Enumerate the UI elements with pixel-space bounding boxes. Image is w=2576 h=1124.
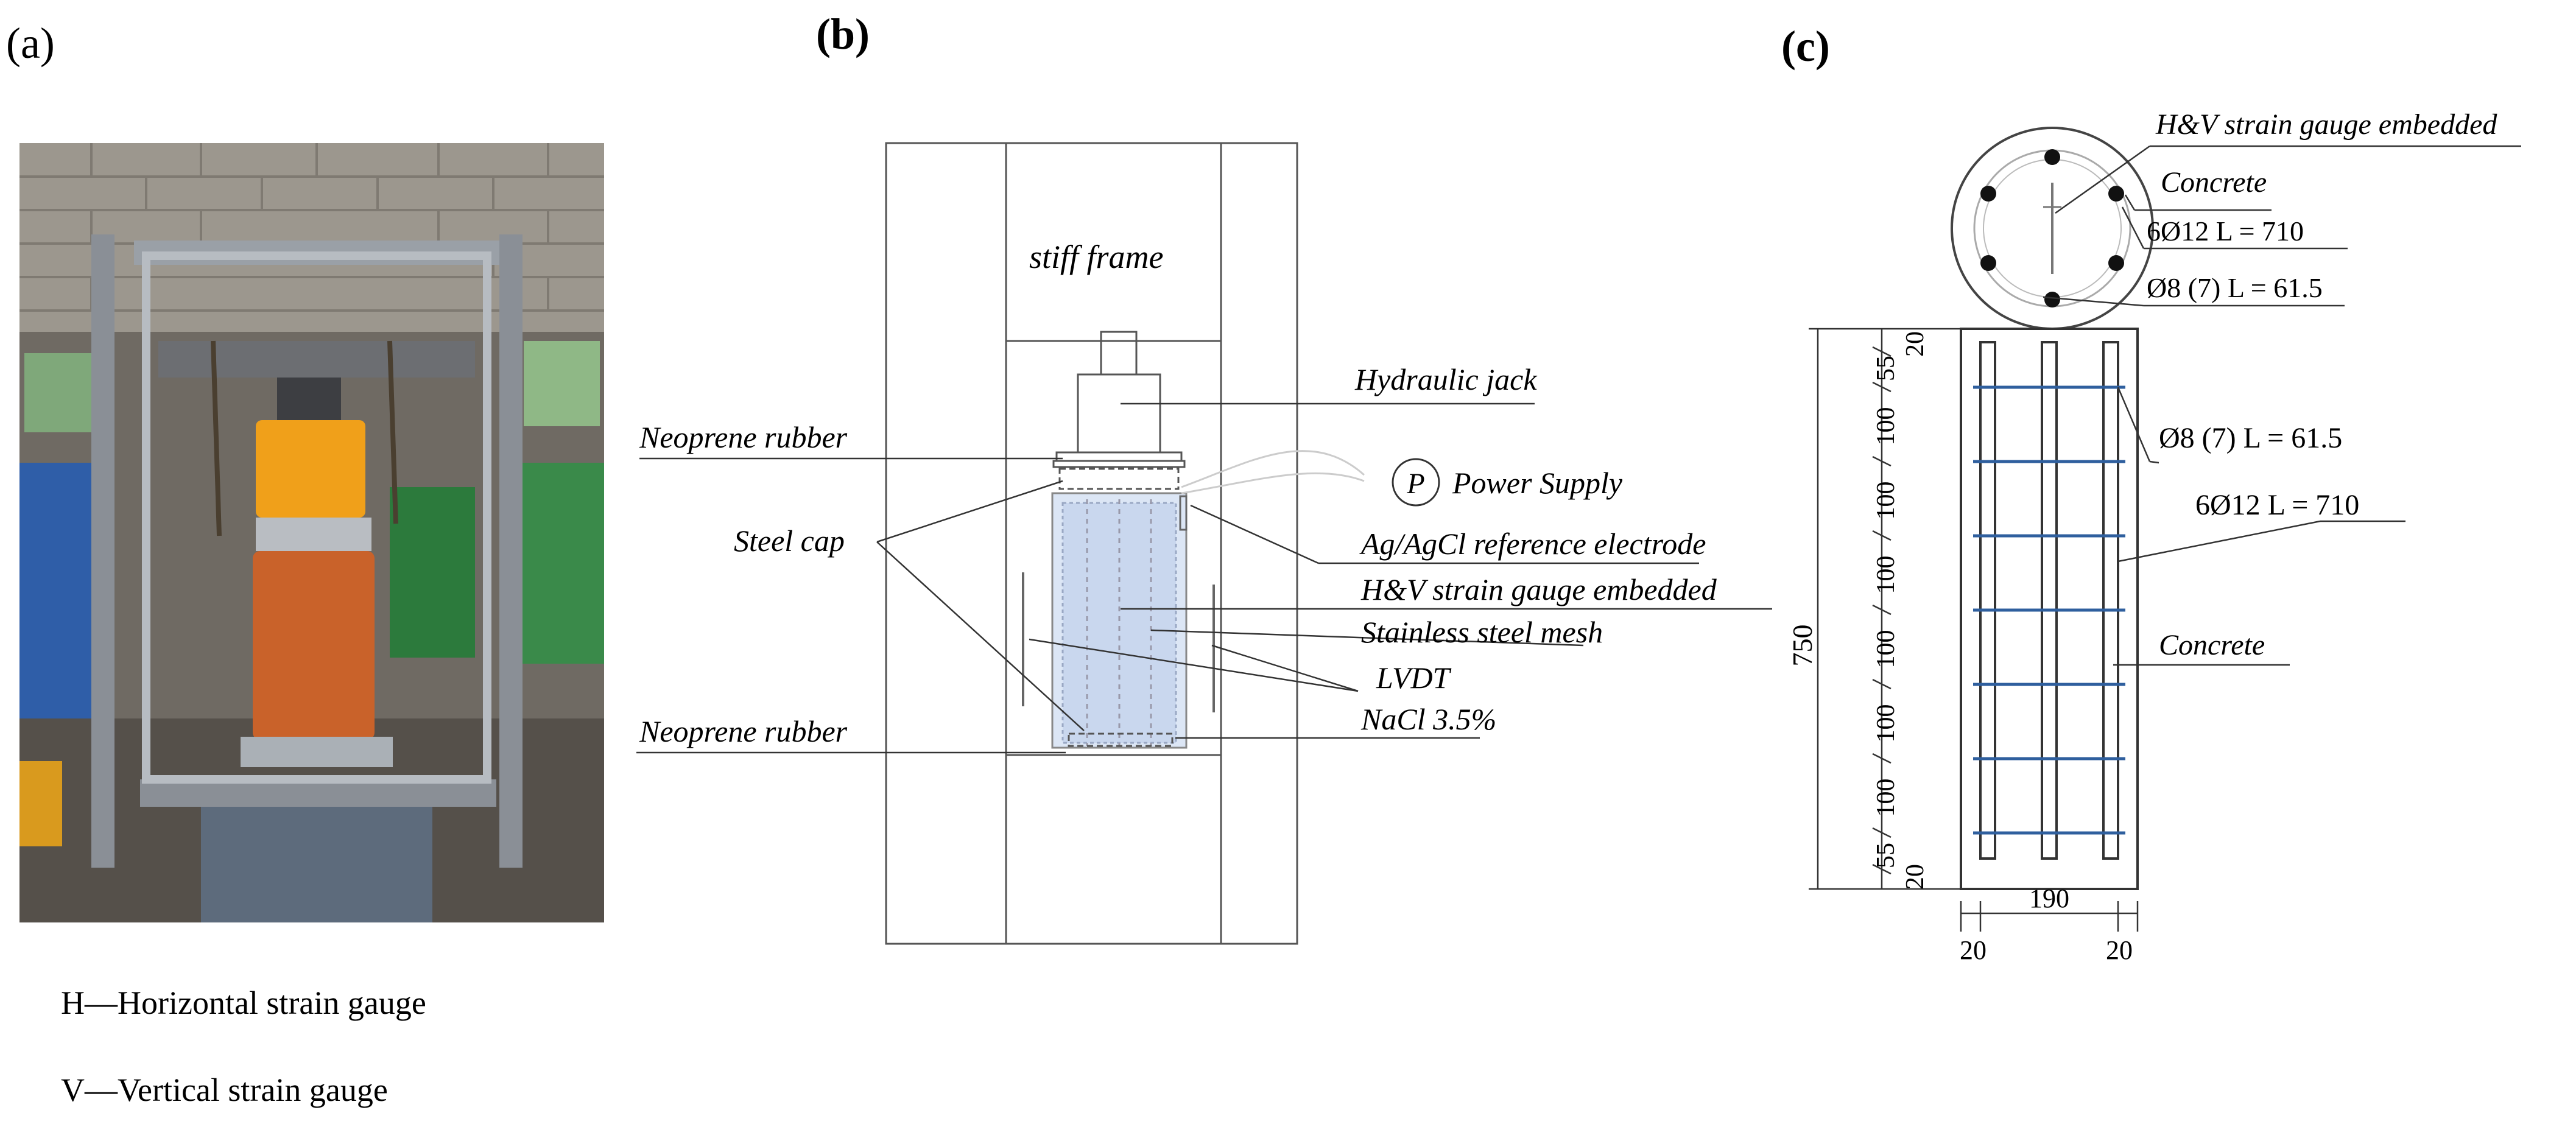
setup-schematic <box>885 142 1365 945</box>
dim-left-5: 100 <box>1872 704 1900 743</box>
dim-left-2: 100 <box>1872 482 1900 520</box>
elev-stirrups-label: Ø8 (7) L = 61.5 <box>2159 422 2342 454</box>
power-symbol-letter: P <box>1406 468 1424 500</box>
neoprene-bottom-label: Neoprene rubber <box>639 714 848 748</box>
dim-width-190: 190 <box>2029 883 2069 913</box>
steel-cap-label: Steel cap <box>734 524 845 558</box>
steel-cap-bottom <box>1068 732 1174 747</box>
dim-left-6: 100 <box>1872 779 1900 817</box>
nacl-label: NaCl 3.5% <box>1360 702 1496 736</box>
dim-left-1: 100 <box>1872 407 1900 446</box>
section-concrete-label: Concrete <box>2161 166 2267 198</box>
legend-vertical: V—Vertical strain gauge <box>61 1072 388 1108</box>
column-elevation <box>1960 328 2139 890</box>
strain-gauge-label: H&V strain gauge embedded <box>1360 572 1717 606</box>
dim-left-0: 55 <box>1872 356 1900 381</box>
dim-top-cover: 20 <box>1901 331 1929 357</box>
frame-outline <box>885 142 1298 945</box>
elev-concrete-label: Concrete <box>2159 629 2265 661</box>
power-supply-label: Power Supply <box>1452 466 1623 500</box>
panel-label-a: (a) <box>6 19 55 68</box>
jack-body <box>1077 373 1161 454</box>
section-long-bars-label: 6Ø12 L = 710 <box>2147 216 2304 247</box>
stiff-frame-label: stiff frame <box>1029 239 1164 275</box>
section-gauge-label: H&V strain gauge embedded <box>2155 108 2497 141</box>
steel-cap-top <box>1058 468 1180 490</box>
dim-left-3: 100 <box>1872 556 1900 594</box>
section-stirrups-label: Ø8 (7) L = 61.5 <box>2147 272 2323 303</box>
reference-electrode-label: Ag/AgCl reference electrode <box>1359 527 1706 561</box>
dim-bottom-cover: 20 <box>1901 864 1929 890</box>
lvdt-label: LVDT <box>1376 661 1452 695</box>
dim-left-7: 55 <box>1872 843 1900 868</box>
elev-long-bars-label: 6Ø12 L = 710 <box>2195 489 2359 521</box>
panel-b-leaders <box>636 402 1772 754</box>
power-supply-symbol <box>1392 458 1440 507</box>
panel-label-b: (b) <box>816 10 870 58</box>
panel-label-c: (c) <box>1781 22 1830 71</box>
legend-horizontal: H—Horizontal strain gauge <box>61 985 426 1021</box>
reference-electrode <box>1179 495 1188 531</box>
stirrups <box>1973 385 2125 835</box>
mesh-label: Stainless steel mesh <box>1361 615 1603 649</box>
hydraulic-jack-label: Hydraulic jack <box>1354 362 1537 396</box>
panel-c-leaders <box>2043 145 2521 666</box>
jack-piston <box>1100 331 1138 376</box>
neoprene-top-plate <box>1055 451 1183 462</box>
dim-total-750: 750 <box>1787 625 1818 667</box>
test-setup-photo <box>19 143 604 922</box>
dim-cover-left: 20 <box>1960 935 1987 965</box>
dimension-lines <box>1809 328 2139 932</box>
dim-cover-right: 20 <box>2106 935 2133 965</box>
dim-left-4: 100 <box>1872 630 1900 669</box>
neoprene-top-label: Neoprene rubber <box>639 420 848 454</box>
